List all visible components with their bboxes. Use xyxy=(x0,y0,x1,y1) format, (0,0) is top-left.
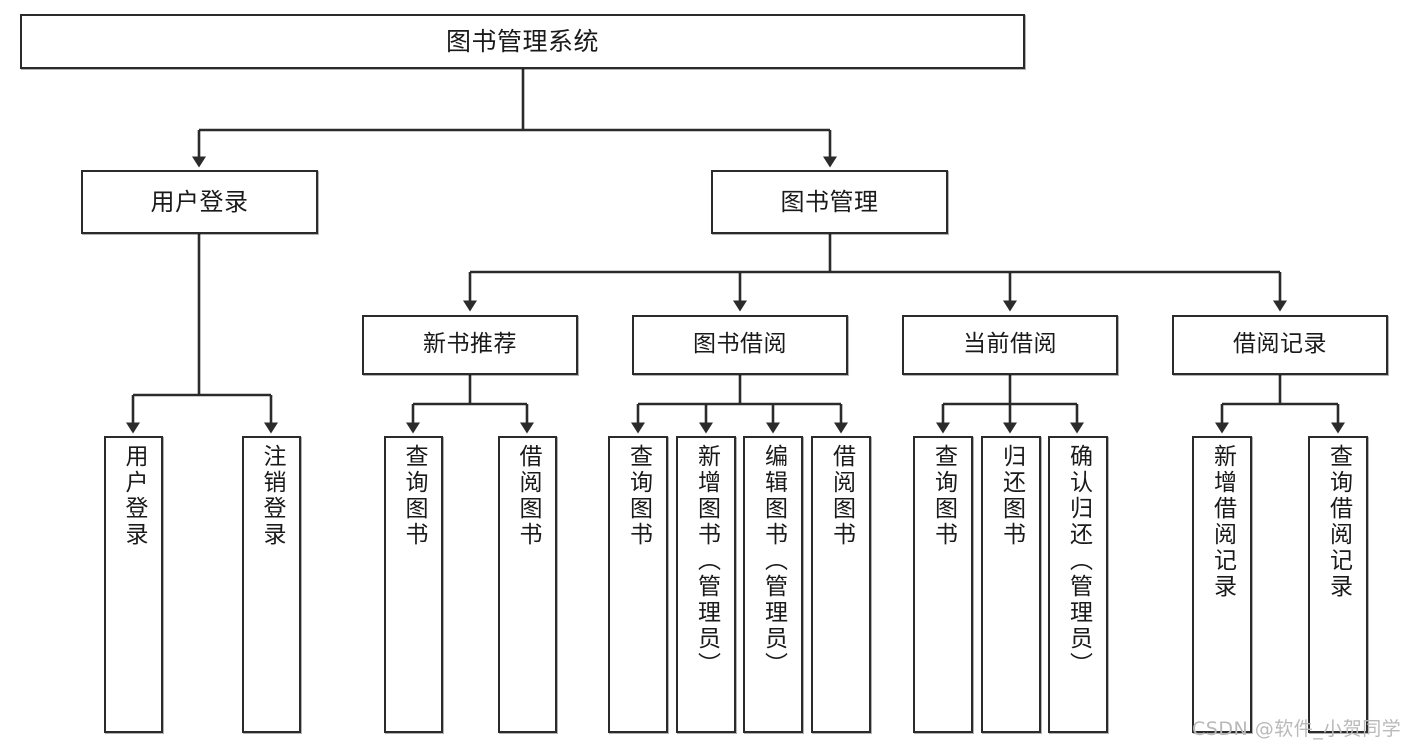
leaf-book-borrow-edit-book-admin[interactable]: 编辑图书（管理员） xyxy=(743,436,803,733)
node-label: 用户登录 xyxy=(150,187,249,216)
node-label: 新增图书（管理员） xyxy=(693,444,720,678)
leaf-current-borrow-confirm-return-admin[interactable]: 确认归还（管理员） xyxy=(1048,436,1108,733)
node-label: 当前借阅 xyxy=(963,331,1057,358)
leaf-new-book-query-book[interactable]: 查询图书 xyxy=(384,436,443,733)
leaf-borrow-record-add-record[interactable]: 新增借阅记录 xyxy=(1192,436,1252,733)
node-root-book-management-system[interactable]: 图书管理系统 xyxy=(20,14,1025,69)
node-book-management[interactable]: 图书管理 xyxy=(711,170,948,234)
node-label: 新增借阅记录 xyxy=(1209,444,1236,600)
node-label: 查询图书 xyxy=(930,444,957,548)
leaf-user-login-login[interactable]: 用户登录 xyxy=(104,436,163,733)
node-label: 图书管理 xyxy=(780,187,879,216)
node-label: 新书推荐 xyxy=(423,331,517,358)
node-book-borrow[interactable]: 图书借阅 xyxy=(632,315,848,375)
node-current-borrow[interactable]: 当前借阅 xyxy=(902,315,1118,375)
leaf-book-borrow-borrow-book[interactable]: 借阅图书 xyxy=(811,436,871,733)
node-label: 借阅图书 xyxy=(828,444,855,548)
node-label: 图书借阅 xyxy=(693,331,787,358)
node-label: 注销登录 xyxy=(259,444,285,548)
node-label: 借阅图书 xyxy=(515,444,541,548)
watermark-csdn: CSDN @软件_小贺同学 xyxy=(1192,718,1402,740)
node-label: 图书管理系统 xyxy=(445,26,599,56)
node-borrow-record[interactable]: 借阅记录 xyxy=(1172,315,1388,375)
leaf-current-borrow-query-book[interactable]: 查询图书 xyxy=(913,436,973,733)
leaf-current-borrow-return-book[interactable]: 归还图书 xyxy=(981,436,1041,733)
leaf-book-borrow-query-book[interactable]: 查询图书 xyxy=(608,436,668,733)
node-label: 借阅记录 xyxy=(1233,331,1327,358)
node-new-book-recommend[interactable]: 新书推荐 xyxy=(362,315,578,375)
node-label: 查询借阅记录 xyxy=(1325,444,1352,600)
node-label: 查询图书 xyxy=(401,444,427,548)
node-label: 归还图书 xyxy=(998,444,1025,548)
node-label: 确认归还（管理员） xyxy=(1065,444,1092,678)
leaf-new-book-borrow-book[interactable]: 借阅图书 xyxy=(498,436,557,733)
node-label: 查询图书 xyxy=(625,444,652,548)
leaf-user-login-logout[interactable]: 注销登录 xyxy=(242,436,301,733)
node-user-login[interactable]: 用户登录 xyxy=(81,170,318,234)
node-label: 编辑图书（管理员） xyxy=(760,444,787,678)
leaf-book-borrow-add-book-admin[interactable]: 新增图书（管理员） xyxy=(676,436,736,733)
leaf-borrow-record-query-record[interactable]: 查询借阅记录 xyxy=(1308,436,1368,733)
node-label: 用户登录 xyxy=(121,444,147,548)
